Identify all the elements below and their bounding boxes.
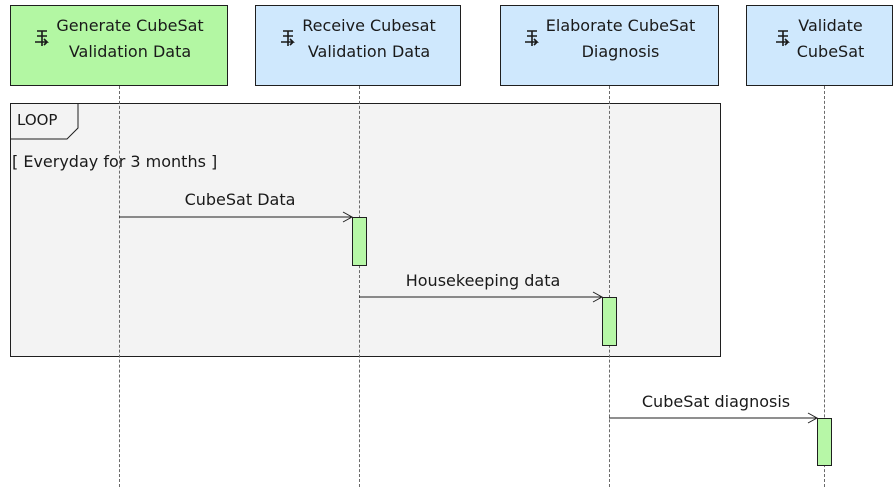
message-label: Housekeeping data (405, 271, 561, 290)
lifeline-head-elaborate-cubesat-diagnosis[interactable]: Elaborate CubeSat Diagnosis (500, 5, 719, 86)
lifeline-line (824, 86, 825, 487)
lifeline-line (119, 86, 120, 487)
activation-bar[interactable] (817, 418, 832, 466)
message-label: CubeSat diagnosis (641, 392, 791, 411)
message-label: CubeSat Data (184, 190, 296, 209)
activation-bar[interactable] (602, 297, 617, 346)
lifeline-head-generate-cubesat-validation-data[interactable]: Generate CubeSat Validation Data (10, 5, 228, 86)
function-icon (35, 29, 50, 46)
lifeline-line (359, 86, 360, 487)
loop-guard: [ Everyday for 3 months ] (12, 152, 218, 171)
message-arrow[interactable] (359, 291, 604, 303)
lifeline-label: Receive Cubesat Validation Data (302, 15, 436, 61)
lifeline-head-validate-cubesat[interactable]: Validate CubeSat (746, 5, 893, 86)
lifeline-label: Elaborate CubeSat Diagnosis (545, 15, 696, 61)
function-icon (281, 29, 296, 46)
lifeline-line (609, 86, 610, 487)
lifeline-label: Generate CubeSat Validation Data (56, 15, 204, 61)
lifeline-label: Validate CubeSat (796, 15, 865, 61)
fragment-operator: LOOP (17, 111, 58, 129)
lifeline-head-receive-cubesat-validation-data[interactable]: Receive Cubesat Validation Data (255, 5, 461, 86)
activation-bar[interactable] (352, 217, 367, 266)
fragment-operator-tag (11, 104, 79, 140)
message-arrow[interactable] (119, 211, 354, 223)
function-icon (775, 29, 790, 46)
message-arrow[interactable] (609, 412, 819, 424)
function-icon (524, 29, 539, 46)
